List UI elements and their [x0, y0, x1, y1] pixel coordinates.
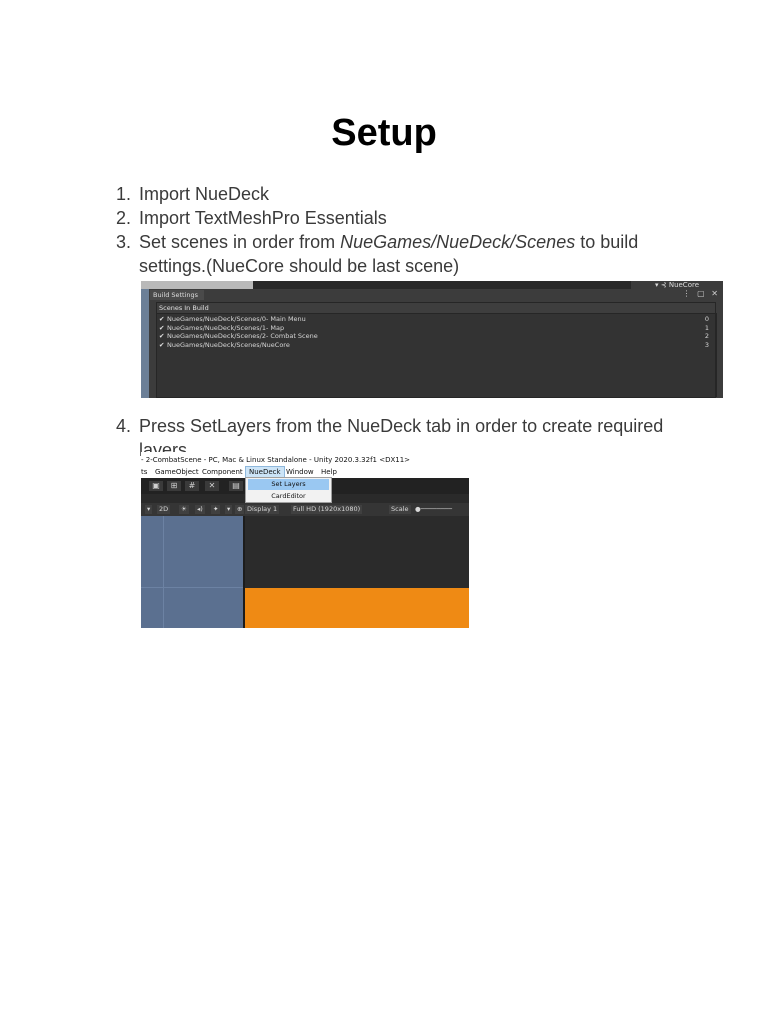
dropdown-arrow-icon[interactable]: ▾ — [145, 505, 153, 514]
scene-view[interactable] — [141, 516, 243, 628]
nuedeck-dropdown-menu: Set Layers CardEditor — [245, 477, 332, 503]
editor-menu-bar: ts GameObject Component NueDeck Window H… — [141, 466, 469, 478]
menu-help[interactable]: Help — [321, 468, 337, 476]
menu-component[interactable]: Component — [202, 468, 243, 476]
game-view[interactable] — [245, 516, 469, 588]
audio-toggle-icon[interactable]: ◂) — [195, 505, 205, 514]
rect-tool-icon[interactable]: ▣ — [149, 481, 163, 491]
build-settings-screenshot: ▾ ⊰ NueCore Build Settings ⋮ ▢ ✕ Scenes … — [141, 281, 723, 398]
step-item: 3. Set scenes in order from NueGames/Nue… — [112, 230, 672, 278]
scenes-in-build-header: Scenes In Build — [157, 303, 715, 314]
editor-top-bar — [141, 281, 723, 289]
menu-window[interactable]: Window — [286, 468, 314, 476]
2d-toggle[interactable]: 2D — [157, 505, 171, 514]
scene-row[interactable]: ✔ NueGames/NueDeck/Scenes/0- Main Menu 0 — [157, 315, 715, 324]
scenes-path: NueGames/NueDeck/Scenes — [340, 232, 576, 252]
step-number: 1. — [116, 184, 132, 204]
menu-gameobject[interactable]: GameObject — [155, 468, 199, 476]
step-number: 3. — [116, 232, 132, 252]
scene-row[interactable]: ✔ NueGames/NueDeck/Scenes/2- Combat Scen… — [157, 332, 715, 341]
wrench-tool-icon[interactable]: ✕ — [205, 481, 219, 491]
game-view-orange-area — [245, 588, 469, 628]
build-settings-tab[interactable]: Build Settings — [150, 290, 204, 300]
scene-index: 3 — [704, 340, 709, 349]
step-text: Import TextMeshPro Essentials — [139, 208, 387, 228]
checkmark-icon[interactable]: ✔ — [159, 323, 165, 332]
scene-path: NueGames/NueDeck/Scenes/1- Map — [167, 323, 285, 332]
setup-steps-list: 1. Import NueDeck 2. Import TextMeshPro … — [112, 182, 672, 462]
light-toggle-icon[interactable]: ☀ — [179, 505, 189, 514]
step-number: 4. — [116, 416, 132, 436]
scene-list: ✔ NueGames/NueDeck/Scenes/0- Main Menu 0… — [157, 314, 715, 349]
menu-assets[interactable]: ts — [141, 468, 148, 476]
checkmark-icon[interactable]: ✔ — [159, 340, 165, 349]
step-text: Import NueDeck — [139, 184, 270, 204]
scenes-in-build-panel: Scenes In Build ✔ NueGames/NueDeck/Scene… — [156, 302, 716, 398]
scene-row[interactable]: ✔ NueGames/NueDeck/Scenes/1- Map 1 — [157, 324, 715, 333]
scene-path: NueGames/NueDeck/Scenes/NueCore — [167, 340, 290, 349]
step-text-pre: Set scenes in order from — [139, 232, 341, 252]
step-item: 1. Import NueDeck — [112, 182, 672, 206]
scene-index: 2 — [704, 332, 709, 340]
effects-toggle-icon[interactable]: ✦ — [211, 505, 221, 514]
scale-slider[interactable]: Scale — [389, 505, 411, 514]
display-select[interactable]: Display 1 — [245, 505, 280, 514]
scene-row[interactable]: ✔ NueGames/NueDeck/Scenes/NueCore 3 — [157, 341, 715, 350]
gizmos-icon[interactable]: ⊕ — [235, 505, 245, 514]
scene-path: NueGames/NueDeck/Scenes/2- Combat Scene — [167, 332, 318, 340]
checkmark-icon[interactable]: ✔ — [159, 332, 165, 340]
unity-editor-screenshot: - 2-CombatScene - PC, Mac & Linux Standa… — [141, 452, 469, 628]
mesh-tool-icon[interactable]: # — [185, 481, 199, 491]
editor-window-title: - 2-CombatScene - PC, Mac & Linux Standa… — [141, 456, 411, 464]
scene-view-options-bar: ▾ 2D ☀ ◂) ✦ ▾ ⊕ Display 1 Full HD (1920x… — [141, 503, 469, 516]
step-number: 2. — [116, 208, 132, 228]
scene-index: 0 — [704, 315, 709, 323]
scene-path: NueGames/NueDeck/Scenes/0- Main Menu — [167, 315, 306, 323]
effects-dropdown-icon[interactable]: ▾ — [225, 505, 233, 514]
grid-tool-icon[interactable]: ⊞ — [167, 481, 181, 491]
menu-item-set-layers[interactable]: Set Layers — [248, 479, 329, 490]
resolution-select[interactable]: Full HD (1920x1080) — [291, 505, 363, 514]
custom-tool-icon[interactable]: ▤ — [229, 481, 243, 491]
step-text-post: to build settings.(NueCore should be las… — [139, 232, 639, 276]
nuecore-tab[interactable]: ▾ ⊰ NueCore — [631, 281, 723, 289]
window-controls-icon[interactable]: ⋮ ▢ ✕ — [682, 289, 720, 298]
page-title: Setup — [331, 112, 437, 154]
scene-index: 1 — [704, 323, 709, 332]
scale-slider-handle-icon[interactable]: ●──────── — [415, 505, 452, 513]
menu-item-card-editor[interactable]: CardEditor — [271, 492, 306, 500]
step-item: 2. Import TextMeshPro Essentials — [112, 206, 672, 230]
checkmark-icon[interactable]: ✔ — [159, 315, 165, 323]
